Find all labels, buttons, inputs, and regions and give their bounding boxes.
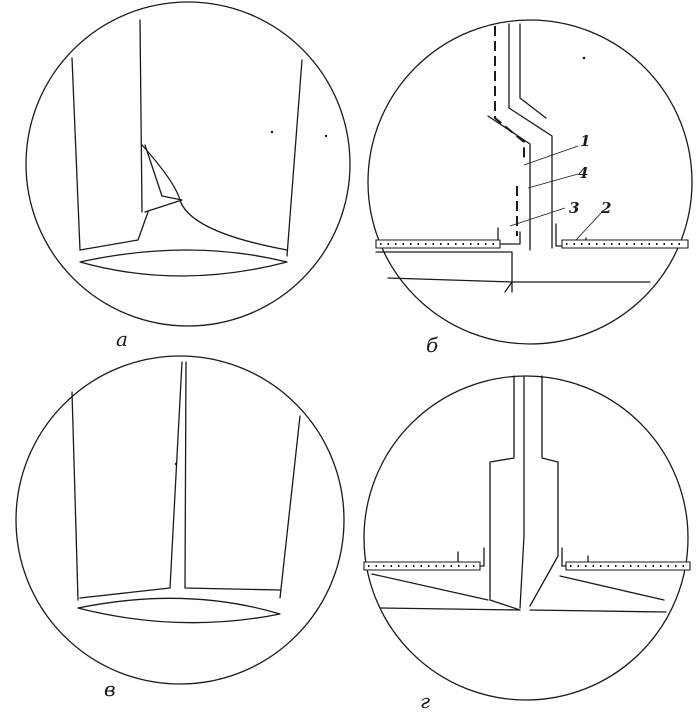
panel-a-curve-fillet	[141, 144, 288, 251]
panel-b-callout-2: 2	[600, 199, 611, 217]
panel-c-dot	[174, 462, 178, 466]
panel-b-lower-lines	[375, 251, 651, 293]
panel-b-left-plate	[487, 115, 531, 251]
panel-d-lower-lines	[371, 573, 667, 613]
panel-b-leader-1	[523, 145, 579, 166]
panel-a-dot	[324, 134, 328, 138]
panel-d-circle	[363, 375, 689, 701]
panel-d-stem-right	[529, 375, 559, 607]
panel-a-left-wall	[71, 57, 81, 251]
panel-b	[367, 19, 693, 345]
panel-b-inner-profile	[519, 23, 547, 119]
panel-a-inner-left	[79, 211, 149, 251]
panel-b-callout-3: 3	[569, 199, 579, 217]
panel-b-callout-1: 1	[580, 132, 590, 150]
panel-a-caption: а	[116, 327, 128, 351]
panel-c-right-wall	[279, 415, 301, 599]
panel-c-caption: в	[104, 677, 116, 701]
panel-b-dot	[582, 56, 586, 60]
panel-b-body-line	[387, 277, 513, 293]
panel-b-bracket-left	[497, 227, 521, 245]
panel-b-leader-4	[527, 173, 579, 189]
panel-b-flange	[375, 239, 501, 249]
panel-a-fold	[144, 144, 183, 213]
panel-c-base-ellipse	[77, 597, 281, 624]
panel-c-circle	[15, 355, 345, 685]
panel-b-flange-right	[561, 239, 689, 249]
panel-d-caption: г	[420, 689, 430, 713]
panel-a-dot	[270, 130, 274, 134]
panel-b-callout-4: 4	[578, 164, 588, 182]
panel-b-circle	[367, 19, 693, 345]
panel-b-leader-2	[575, 211, 603, 241]
panel-d-flange-right	[565, 561, 691, 571]
panel-c-left-wall	[71, 391, 79, 601]
panel-a-right-wall	[286, 59, 303, 257]
panel-c	[15, 355, 345, 685]
panel-b-caption: б	[426, 333, 439, 357]
panel-a-center-line	[139, 19, 143, 213]
panel-a	[25, 1, 351, 327]
panel-d-core	[519, 375, 525, 609]
panel-a-base-ellipse	[79, 249, 288, 277]
panel-d	[363, 375, 691, 701]
panel-c-center-right	[184, 361, 281, 591]
panel-d-stem-left	[489, 375, 521, 611]
panel-b-outer-profile	[508, 23, 553, 249]
panel-b-leader-3	[509, 207, 566, 227]
panel-a-circle	[25, 1, 351, 327]
panel-c-center-left	[79, 361, 183, 599]
